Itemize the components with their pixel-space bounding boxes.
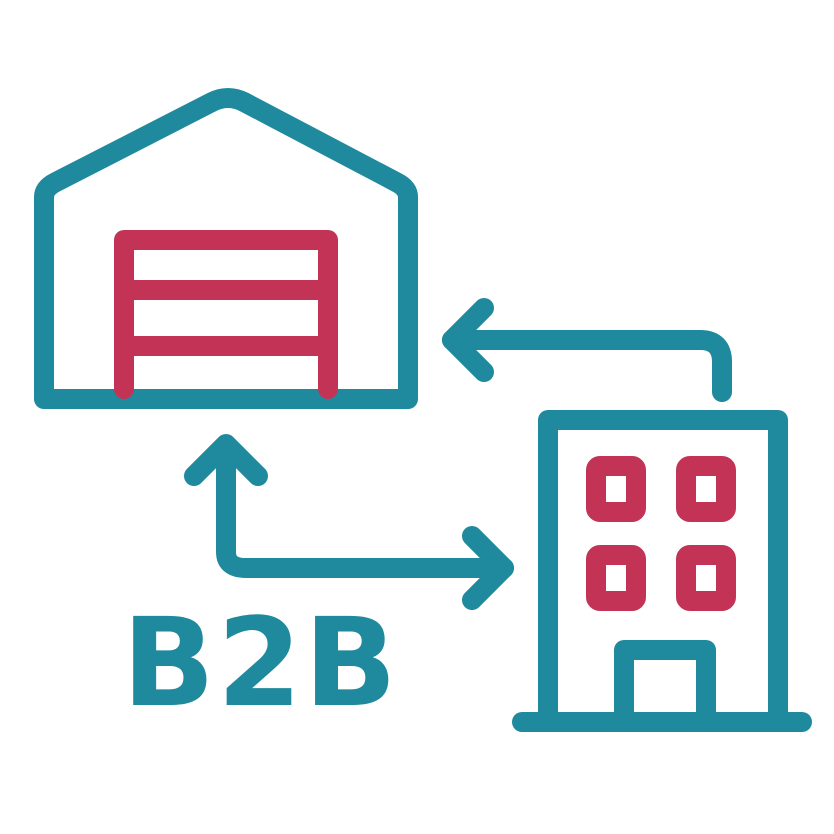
double-arrow-shaft	[216, 436, 514, 578]
building-window	[586, 545, 646, 611]
warehouse-garage-door	[114, 230, 338, 399]
double-arrow-up-head	[184, 434, 268, 486]
warehouse-icon	[34, 88, 418, 409]
building-window	[586, 456, 646, 522]
building-outline	[538, 410, 788, 730]
building-window	[676, 545, 736, 611]
double-arrow-right-head	[462, 526, 514, 610]
building-door	[614, 640, 716, 728]
arrow-left-icon	[442, 298, 732, 402]
warehouse-outline	[34, 88, 418, 409]
double-arrow-icon	[184, 434, 514, 610]
b2b-label: B2B	[122, 592, 399, 734]
office-building-icon	[512, 410, 812, 732]
arrow-left-shaft	[442, 330, 732, 402]
arrow-left-head	[442, 298, 494, 382]
building-window	[676, 456, 736, 522]
